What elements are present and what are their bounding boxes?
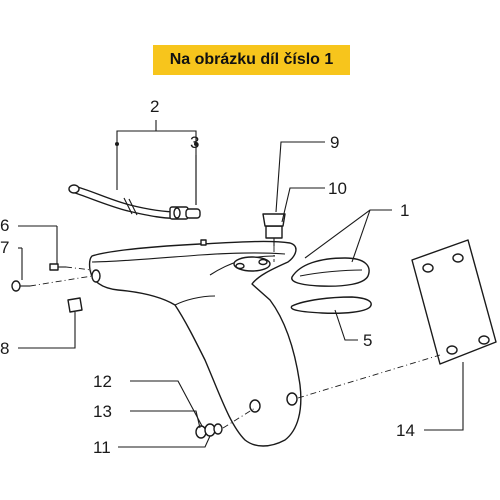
callout-14: 14 bbox=[396, 421, 415, 440]
reflector-part-upper bbox=[291, 257, 370, 287]
callout-8: 8 bbox=[0, 339, 9, 358]
clip-part-8 bbox=[67, 297, 83, 313]
highlight-banner: Na obrázku díl číslo 1 bbox=[153, 45, 350, 75]
bolt-part-6 bbox=[49, 263, 66, 271]
callout-7: 7 bbox=[0, 238, 9, 257]
reflector-part-lower bbox=[290, 296, 372, 314]
plate-part bbox=[411, 239, 497, 365]
callout-6: 6 bbox=[0, 216, 9, 235]
callout-1: 1 bbox=[400, 201, 409, 220]
callout-3: 3 bbox=[190, 133, 199, 152]
callout-11: 11 bbox=[93, 438, 111, 457]
fender-body-part bbox=[88, 239, 302, 447]
callout-2: 2 bbox=[150, 97, 159, 116]
callout-10: 10 bbox=[328, 179, 347, 198]
cable-assembly bbox=[68, 184, 201, 220]
callout-5: 5 bbox=[363, 331, 372, 350]
screw-part bbox=[262, 213, 286, 246]
callout-9: 9 bbox=[330, 133, 339, 152]
bolt-part-7 bbox=[11, 280, 30, 292]
callout-12: 12 bbox=[93, 372, 112, 391]
callout-13: 13 bbox=[93, 402, 112, 421]
washer-set bbox=[195, 423, 223, 439]
